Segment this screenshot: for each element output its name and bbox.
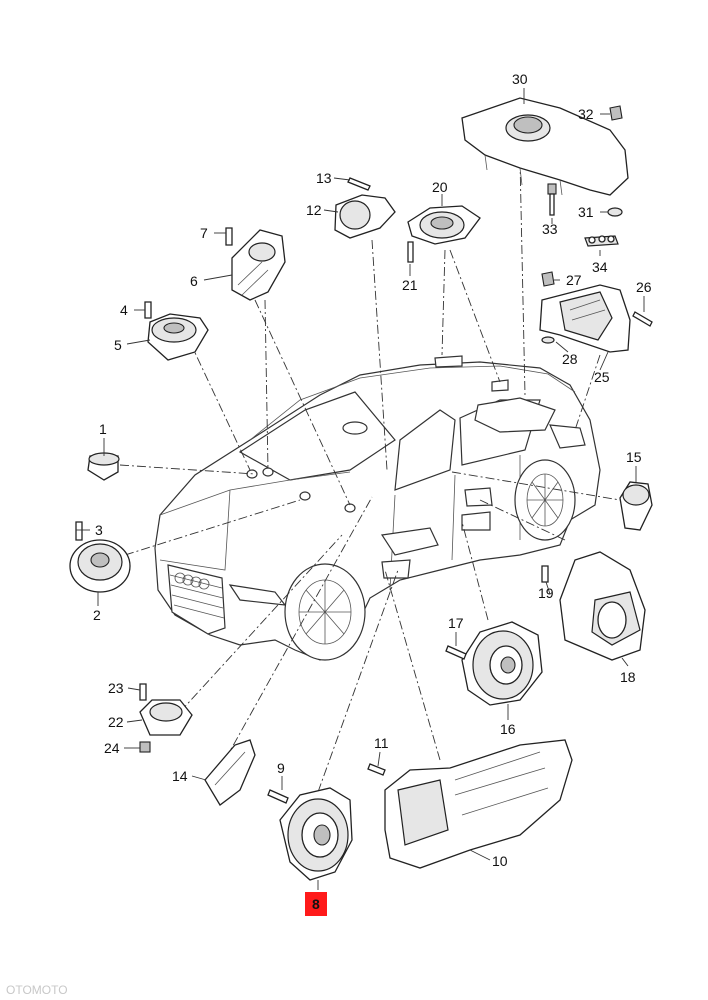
- part-4-screw[interactable]: [144, 301, 152, 319]
- label-10[interactable]: 10: [492, 853, 508, 869]
- part-5-speaker[interactable]: [147, 313, 209, 361]
- label-31[interactable]: 31: [578, 204, 594, 220]
- label-26[interactable]: 26: [636, 279, 652, 295]
- part-21-screw[interactable]: [407, 241, 414, 263]
- label-15[interactable]: 15: [626, 449, 642, 465]
- part-10-door-module[interactable]: [384, 739, 573, 869]
- label-13[interactable]: 13: [316, 170, 332, 186]
- part-31-washer[interactable]: [607, 207, 623, 217]
- label-19[interactable]: 19: [538, 585, 554, 601]
- label-16[interactable]: 16: [500, 721, 516, 737]
- part-11-screw[interactable]: [367, 763, 386, 776]
- label-1[interactable]: 1: [99, 421, 107, 437]
- label-21[interactable]: 21: [402, 277, 418, 293]
- part-14-bracket[interactable]: [204, 739, 256, 806]
- label-6[interactable]: 6: [190, 273, 198, 289]
- label-24[interactable]: 24: [104, 740, 120, 756]
- label-32[interactable]: 32: [578, 106, 594, 122]
- part-17-screw[interactable]: [445, 645, 467, 660]
- part-16-speaker[interactable]: [461, 621, 543, 706]
- part-7-screw[interactable]: [225, 227, 233, 246]
- label-7[interactable]: 7: [200, 225, 208, 241]
- label-34[interactable]: 34: [592, 259, 608, 275]
- car-rear-wheel: [514, 459, 576, 541]
- label-8[interactable]: 8: [312, 896, 320, 912]
- label-33[interactable]: 33: [542, 221, 558, 237]
- part-1-tweeter[interactable]: [87, 452, 120, 481]
- label-18[interactable]: 18: [620, 669, 636, 685]
- part-30-subwoofer-housing[interactable]: [461, 97, 629, 196]
- label-3[interactable]: 3: [95, 522, 103, 538]
- part-28-washer[interactable]: [541, 336, 555, 344]
- highlight-box-8: [305, 892, 327, 916]
- part-23-screw[interactable]: [139, 683, 147, 701]
- part-8-speaker[interactable]: [279, 787, 353, 881]
- label-17[interactable]: 17: [448, 615, 464, 631]
- part-20-speaker[interactable]: [407, 205, 481, 245]
- part-25-amplifier[interactable]: [539, 284, 631, 353]
- car-front-wheel: [284, 563, 366, 661]
- part-9-screw[interactable]: [267, 789, 289, 804]
- car-illustration: [154, 355, 601, 661]
- part-19-screw[interactable]: [541, 565, 549, 583]
- label-11[interactable]: 11: [374, 735, 389, 751]
- part-26-screw[interactable]: [632, 311, 653, 327]
- car-side-window-front: [394, 409, 456, 491]
- car-mount-outlines: [342, 355, 586, 579]
- part-32-nut[interactable]: [609, 105, 623, 121]
- label-30[interactable]: 30: [512, 71, 528, 87]
- label-9[interactable]: 9: [277, 760, 285, 776]
- label-14[interactable]: 14: [172, 768, 188, 784]
- part-27-nut[interactable]: [541, 271, 555, 287]
- car-hood-line: [159, 471, 351, 571]
- callout-lines: [119, 159, 621, 793]
- part-labels: 30 32 31 33 34 27 26 28 25 20 21 13 12 7…: [93, 71, 652, 916]
- part-6-tweeter[interactable]: [231, 229, 286, 301]
- car-grille-slats: [169, 574, 225, 619]
- part-12-sensor[interactable]: [334, 194, 396, 239]
- label-28[interactable]: 28: [562, 351, 578, 367]
- label-23[interactable]: 23: [108, 680, 124, 696]
- car-logo-rings: [174, 572, 210, 590]
- part-15-tweeter[interactable]: [619, 481, 653, 531]
- part-33-bolt[interactable]: [547, 183, 557, 216]
- watermark: OTOMOTO: [6, 983, 68, 997]
- label-20[interactable]: 20: [432, 179, 448, 195]
- label-4[interactable]: 4: [120, 302, 128, 318]
- label-ticks: [76, 88, 645, 890]
- part-2-speaker[interactable]: [69, 539, 131, 593]
- label-12[interactable]: 12: [306, 202, 322, 218]
- label-22[interactable]: 22: [108, 714, 124, 730]
- part-24-nut[interactable]: [139, 741, 151, 753]
- part-13-screw[interactable]: [347, 177, 371, 191]
- part-34-clip[interactable]: [584, 235, 619, 247]
- car-roof-line: [249, 365, 576, 441]
- part-18-subwoofer-box[interactable]: [559, 551, 646, 661]
- part-22-tweeter[interactable]: [139, 699, 193, 736]
- label-5[interactable]: 5: [114, 337, 122, 353]
- label-27[interactable]: 27: [566, 272, 582, 288]
- label-2[interactable]: 2: [93, 607, 101, 623]
- label-25[interactable]: 25: [594, 369, 610, 385]
- part-3-screw[interactable]: [75, 521, 83, 541]
